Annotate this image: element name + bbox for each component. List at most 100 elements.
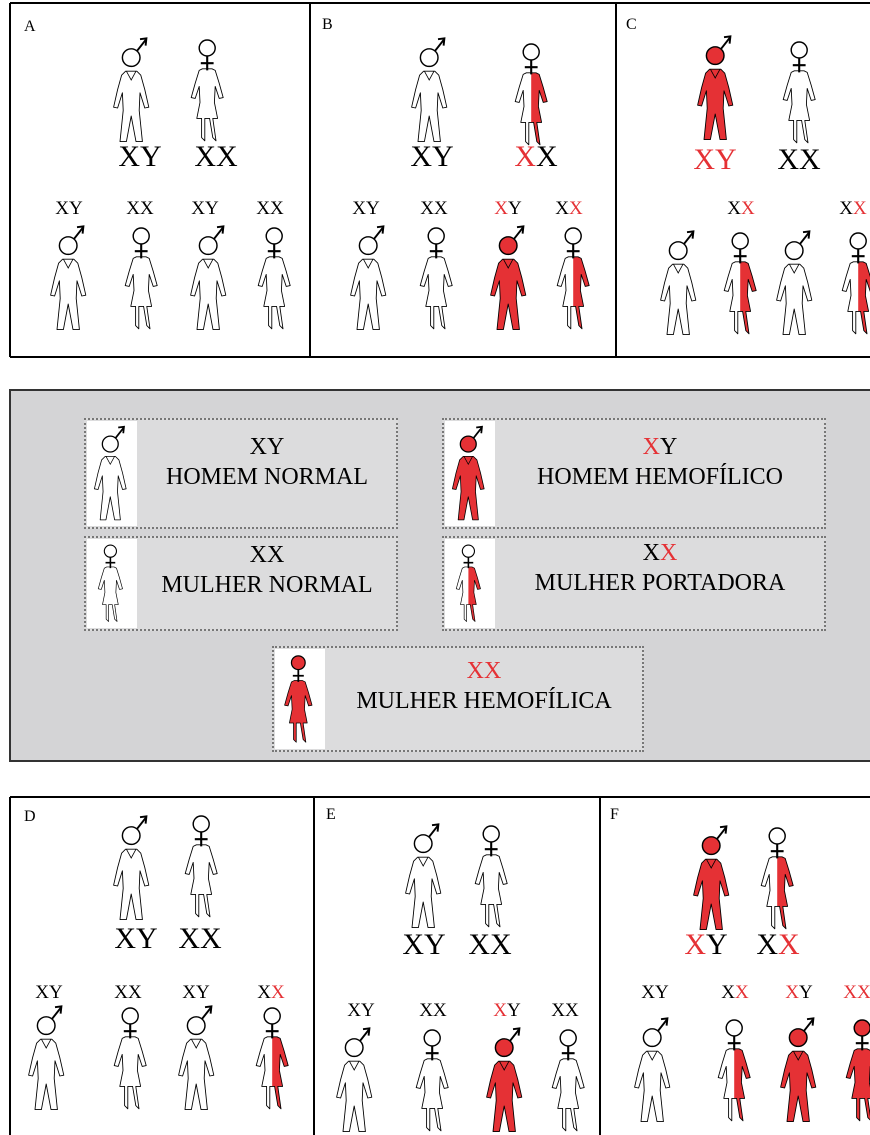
panel-label-c: C [626,16,637,34]
panel-e-child-3 [480,1022,530,1134]
legend-label-mulher-hemofilica: MULHER HEMOFÍLICA [326,686,642,716]
panel-f-child-genotype: XY [785,982,812,1004]
female-symbol-icon [408,1022,458,1134]
panel-f-child-1 [628,1012,678,1124]
panel-label-e: E [326,806,336,824]
female-symbol-icon [774,34,826,146]
legend-item-mulher-hemofilica: XX MULHER HEMOFÍLICA [272,646,644,752]
female-symbol-icon [544,1022,594,1134]
male-symbol-icon [344,220,394,332]
panel-c-child-2 [716,225,766,337]
panel-d-child-genotype: XX [114,982,141,1004]
male-symbol-icon [398,818,450,930]
female-symbol-icon [549,220,599,332]
male-symbol-icon [172,1000,222,1112]
panel-a-parent-genotype: XX [194,140,237,174]
panel-c-parent-genotype: XX [777,143,820,177]
panel-e-parent-father [398,818,450,930]
panel-b-parent-father [404,32,456,144]
male-symbol-icon [404,32,456,144]
panel-c-child-1 [654,225,704,337]
panel-e-child-genotype: XX [551,1000,578,1022]
legend-icon-mulher-hemofilica [275,649,325,749]
female-symbol-icon [412,220,462,332]
male-symbol-icon [690,30,742,142]
legend-label-mulher-portadora: MULHER PORTADORA [496,568,824,598]
panel-a-child-genotype: XX [126,198,153,220]
panel-e-parent-genotype: XY [402,928,445,962]
female-symbol-icon [445,539,493,624]
legend-icon-mulher-normal [87,539,137,628]
panel-a-child-3 [184,220,234,332]
legend-genotype-mulher-normal: XX [138,540,396,570]
panel-f-parent-genotype: XX [756,928,799,962]
panel-e-child-genotype: XX [419,1000,446,1022]
panel-e-child-genotype: XY [347,1000,374,1022]
panel-b-child-4 [549,220,599,332]
legend-icon-homem-hemofilico [445,421,495,526]
panel-e-child-genotype: XY [493,1000,520,1022]
male-symbol-icon [480,1022,530,1134]
panel-c-parent-genotype: XY [693,143,736,177]
panel-d-child-3 [172,1000,222,1112]
female-symbol-icon [275,649,323,745]
female-symbol-icon [466,818,518,930]
panel-e-child-4 [544,1022,594,1134]
panel-f-parent-genotype: XY [684,928,727,962]
panel-d-child-1 [22,1000,72,1112]
panel-a-child-genotype: XY [55,198,82,220]
panel-f-child-genotype: XX [843,982,870,1004]
legend-genotype-homem-normal: XY [138,432,396,462]
panel-c-child-genotype: XX [727,198,754,220]
panel-b-child-2 [412,220,462,332]
panel-e-parent-genotype: XX [468,928,511,962]
female-symbol-icon [710,1012,760,1124]
male-symbol-icon [774,1012,824,1124]
panel-a-parent-mother [182,32,234,144]
panel-b-child-genotype: XX [420,198,447,220]
panel-f-parent-mother [752,820,804,932]
panel-c-child-3 [770,225,820,337]
female-symbol-icon [716,225,766,337]
panel-c-child-genotype: XX [839,198,866,220]
panel-d-parent-mother [176,808,228,920]
female-symbol-icon [250,220,300,332]
legend-genotype-mulher-hemofilica: XX [326,656,642,686]
panel-d-child-genotype: XY [182,982,209,1004]
legend-label-homem-hemofilico: HOMEM HEMOFÍLICO [496,462,824,492]
female-symbol-icon [176,808,228,920]
panel-d-child-genotype: XY [35,982,62,1004]
panel-b-child-genotype: XY [352,198,379,220]
panel-c-parent-father [690,30,742,142]
female-symbol-icon [106,1000,156,1112]
panel-e-parent-mother [466,818,518,930]
panel-c-child-4 [834,225,870,337]
male-symbol-icon [654,225,704,337]
panel-e-child-2 [408,1022,458,1134]
panel-f-parent-father [686,820,738,932]
legend-item-homem-hemofilico: XY HOMEM HEMOFÍLICO [442,418,826,529]
panel-f-child-2 [710,1012,760,1124]
panel-a-child-1 [44,220,94,332]
female-symbol-icon [87,539,135,624]
male-symbol-icon [184,220,234,332]
panel-d-parent-genotype: XY [114,922,157,956]
female-symbol-icon [117,220,167,332]
panel-a-child-genotype: XX [256,198,283,220]
panel-a-parent-genotype: XY [118,140,161,174]
male-symbol-icon [87,421,135,522]
panel-f-child-genotype: XY [641,982,668,1004]
male-symbol-icon [106,810,158,922]
panel-b-child-genotype: XX [555,198,582,220]
panel-f-child-3 [774,1012,824,1124]
legend-label-mulher-normal: MULHER NORMAL [138,570,396,600]
male-symbol-icon [106,32,158,144]
male-symbol-icon [628,1012,678,1124]
panel-b-child-1 [344,220,394,332]
panel-d-child-genotype: XX [257,982,284,1004]
panel-b-child-genotype: XY [494,198,521,220]
legend-genotype-homem-hemofilico: XY [496,432,824,462]
panel-f-child-genotype: XX [721,982,748,1004]
female-symbol-icon [834,225,870,337]
male-symbol-icon [686,820,738,932]
